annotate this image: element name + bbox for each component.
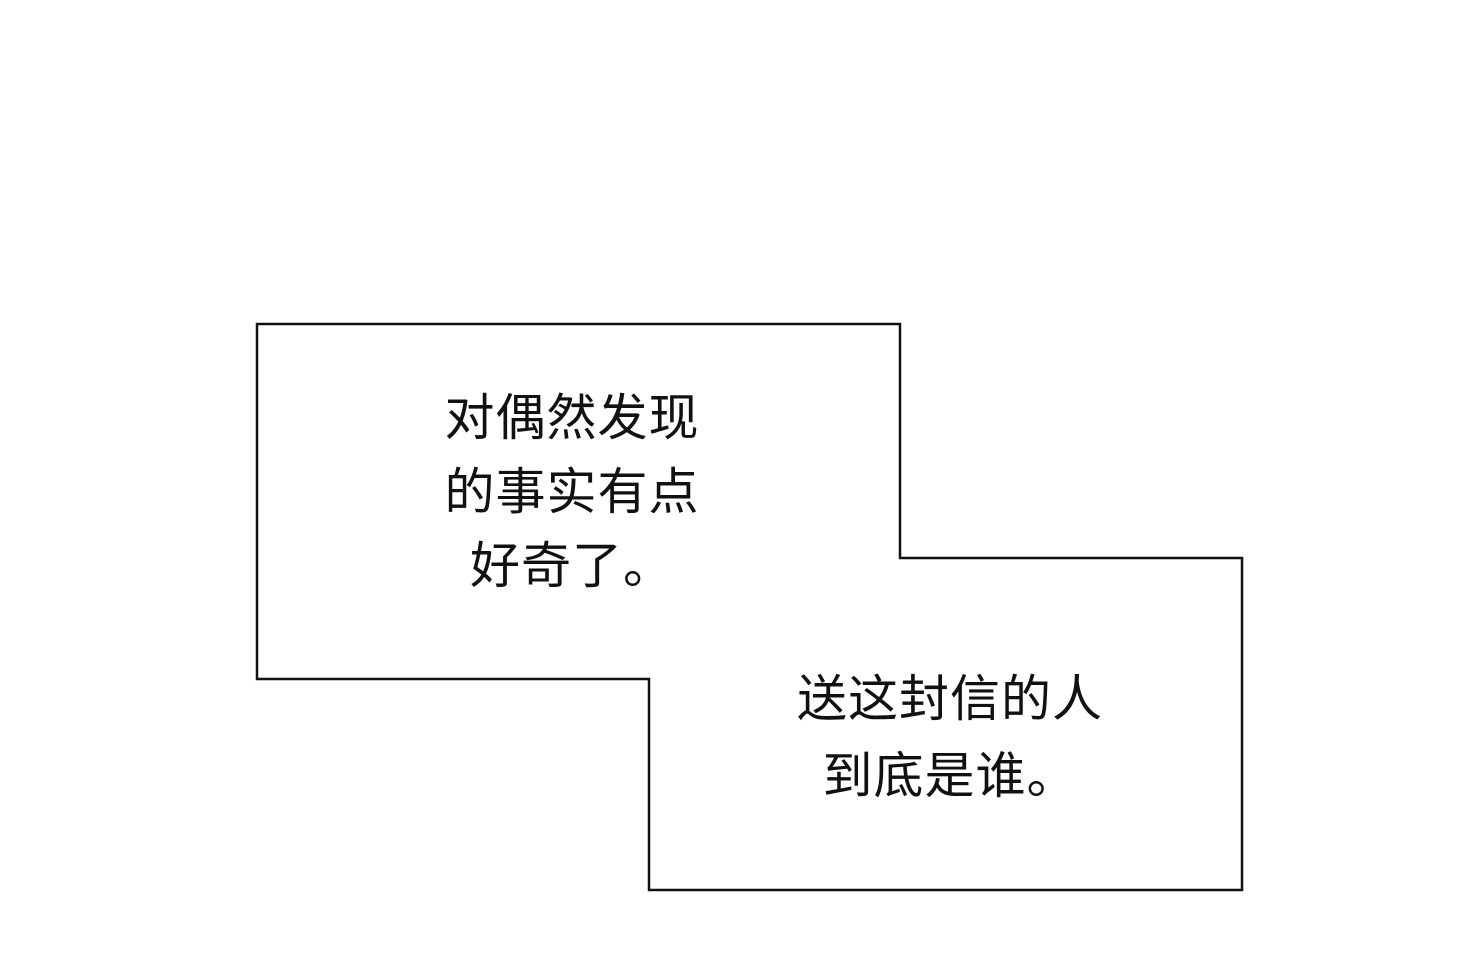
narration-text-1: 对偶然发现 的事实有点 好奇了。	[372, 381, 772, 603]
caption-line: 送这封信的人	[797, 670, 1103, 728]
narration-text-2: 送这封信的人 到底是谁。	[730, 661, 1170, 815]
caption-line: 到底是谁。	[822, 747, 1078, 805]
caption-line: 对偶然发现	[444, 389, 700, 447]
caption-line: 的事实有点	[444, 463, 700, 521]
narration-box-shape	[255, 322, 1244, 892]
caption-line: 好奇了。	[470, 537, 674, 595]
